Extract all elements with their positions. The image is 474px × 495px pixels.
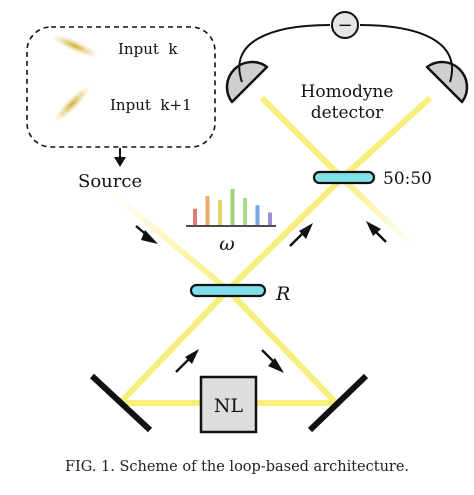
input-k1-pulse <box>53 85 91 123</box>
beam-r-to-left-mirror <box>117 287 231 406</box>
spectrum-bar <box>205 196 210 225</box>
input-k1-label: Input k+1 <box>110 96 192 114</box>
arrow-icon <box>114 157 126 167</box>
arrow-icon <box>261 349 284 373</box>
nonlinear-label: NL <box>214 395 244 417</box>
nonlinear-element: NL <box>199 375 258 434</box>
figure-caption: FIG. 1. Scheme of the loop-based archite… <box>64 459 410 475</box>
beam-splitter-r-icon <box>189 283 267 298</box>
beam-r-to-5050 <box>225 175 345 293</box>
spectrum-bar <box>218 199 222 225</box>
reflectivity-label: R <box>275 283 290 305</box>
right-mirror-icon <box>307 373 369 433</box>
beam-splitter-5050-icon <box>312 170 376 185</box>
left-mirror-icon <box>89 373 153 433</box>
spectrum-bar <box>243 198 247 225</box>
beam-r-to-right-mirror <box>225 287 339 406</box>
arrow-icon <box>289 223 313 247</box>
homodyne-label-line1: Homodyne <box>301 82 394 102</box>
input-k-pulse <box>51 34 99 58</box>
meter-sign: − <box>337 15 352 36</box>
light-beams <box>110 95 433 406</box>
beam-5050-to-left-detector <box>259 95 345 181</box>
direction-arrows <box>135 221 387 373</box>
homodyne-label-line2: detector <box>311 103 384 123</box>
input-k-label: Input k <box>118 40 178 58</box>
spectrum-bar <box>193 208 197 225</box>
splitter-5050-label: 50:50 <box>383 169 432 189</box>
source-label: Source <box>78 171 142 192</box>
local-oscillator-beam <box>339 175 415 248</box>
arrow-icon <box>135 225 158 244</box>
source-beam <box>110 190 230 293</box>
omega-label: ω <box>219 233 235 255</box>
right-detector-icon <box>425 60 469 104</box>
left-detector-icon <box>225 60 269 104</box>
meter-icon: − <box>331 11 359 39</box>
detector-wire <box>238 24 453 83</box>
spectrum-glyph <box>193 189 272 225</box>
beam-5050-to-right-detector <box>339 95 433 181</box>
arrow-icon <box>366 221 387 243</box>
spectrum-bar <box>268 212 272 225</box>
arrow-icon <box>175 349 199 373</box>
spectrum-bar <box>255 205 260 225</box>
spectrum-bar <box>230 189 235 225</box>
